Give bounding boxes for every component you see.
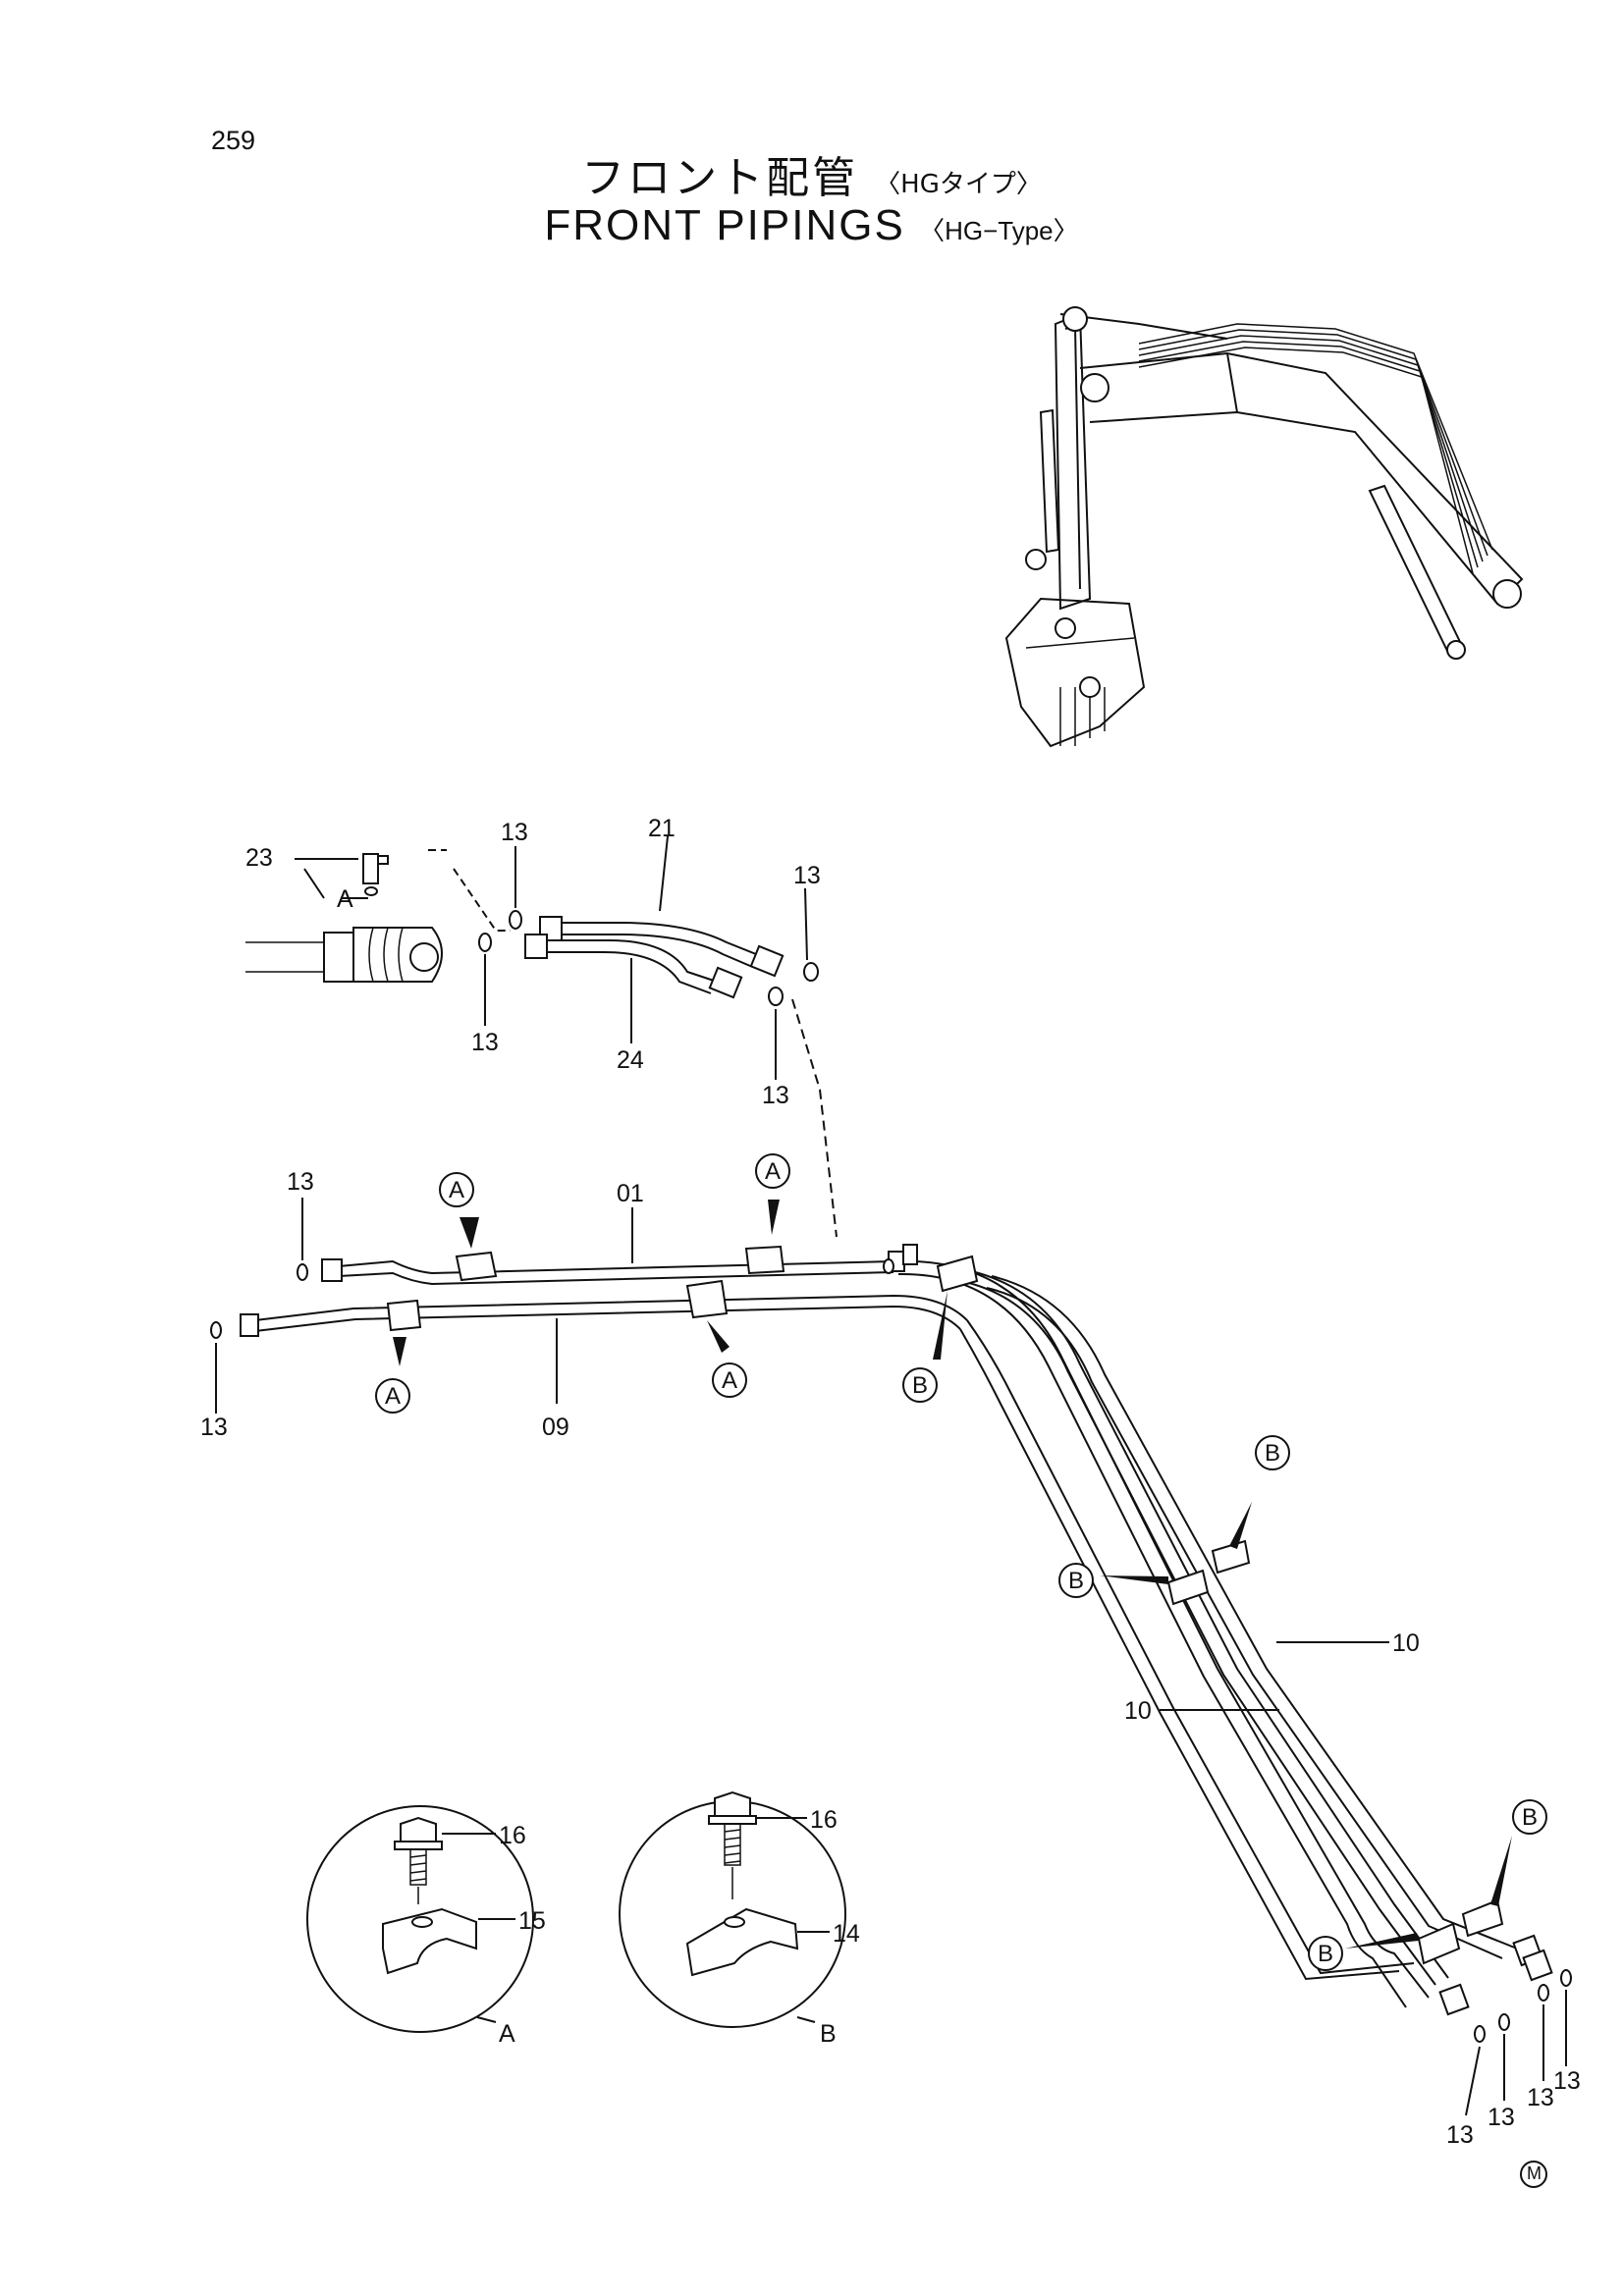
clamp-ref-b-5: B xyxy=(1318,1941,1333,1967)
footer-mark: M xyxy=(1527,2163,1542,2183)
callout-13-pipe09: 13 xyxy=(200,1414,228,1441)
detail-a xyxy=(306,1805,534,2033)
callout-10-upper: 10 xyxy=(1392,1629,1420,1657)
clamp-ref-b-4: B xyxy=(1522,1804,1538,1831)
callout-15: 15 xyxy=(518,1907,546,1935)
callout-16-a: 16 xyxy=(499,1822,526,1849)
title-english: FRONT PIPINGS 〈HG−Type〉 xyxy=(0,201,1623,250)
page-number: 259 xyxy=(211,126,256,155)
title-en-main: FRONT PIPINGS xyxy=(544,201,905,249)
callout-01: 01 xyxy=(617,1180,644,1207)
callout-23: 23 xyxy=(245,844,273,872)
callout-13-top-left: 13 xyxy=(501,819,528,846)
callout-09: 09 xyxy=(542,1414,569,1441)
clamp-ref-b-3: B xyxy=(1068,1568,1084,1594)
clamp-ref-a-2: A xyxy=(765,1158,781,1185)
title-jp-sub: 〈HGタイプ〉 xyxy=(875,170,1042,199)
clamp-ref-b-1: B xyxy=(912,1372,928,1399)
callout-10-lower: 10 xyxy=(1124,1697,1152,1725)
callout-13-top-right: 13 xyxy=(793,862,821,889)
hose-assembly-21-24 xyxy=(245,835,838,1238)
detail-label-b: B xyxy=(820,2020,837,2048)
callout-16-b: 16 xyxy=(810,1806,838,1834)
title-en-sub: 〈HG−Type〉 xyxy=(919,216,1079,245)
callout-13-end-2: 13 xyxy=(1488,2104,1515,2131)
clamp-ref-a-3: A xyxy=(385,1383,401,1410)
clamp-ref-a-4: A xyxy=(722,1367,737,1394)
callout-a-detail-ref: A xyxy=(337,885,353,913)
callout-13-end-3: 13 xyxy=(1527,2084,1554,2111)
callout-13-mid-left: 13 xyxy=(471,1029,499,1056)
pipe-10-bundle xyxy=(883,1244,1572,2116)
callout-21: 21 xyxy=(648,815,676,842)
callout-14: 14 xyxy=(833,1920,860,1948)
callout-13-end-1: 13 xyxy=(1446,2121,1474,2149)
callout-labels: 23 A 13 21 13 13 24 13 13 01 13 09 10 10… xyxy=(200,815,1581,2149)
title-jp-main: フロント配管 xyxy=(581,153,859,203)
excavator-front-illustration xyxy=(1004,306,1524,748)
pipe-01-09 xyxy=(210,1198,968,1414)
detail-b xyxy=(619,1790,846,2028)
footer-mark-circle xyxy=(1520,2161,1547,2188)
callout-13-mid-right: 13 xyxy=(762,1082,789,1109)
detail-label-a: A xyxy=(499,2020,515,2048)
clamp-ref-b-2: B xyxy=(1265,1440,1280,1467)
callout-13-end-4: 13 xyxy=(1553,2067,1581,2095)
clamp-references: A A A A B B B B B xyxy=(375,1153,1547,1971)
clamp-ref-a-1: A xyxy=(449,1177,464,1203)
callout-24: 24 xyxy=(617,1046,644,1074)
title-japanese: フロント配管 〈HGタイプ〉 xyxy=(0,142,1623,205)
callout-13-pipe01: 13 xyxy=(287,1168,314,1196)
